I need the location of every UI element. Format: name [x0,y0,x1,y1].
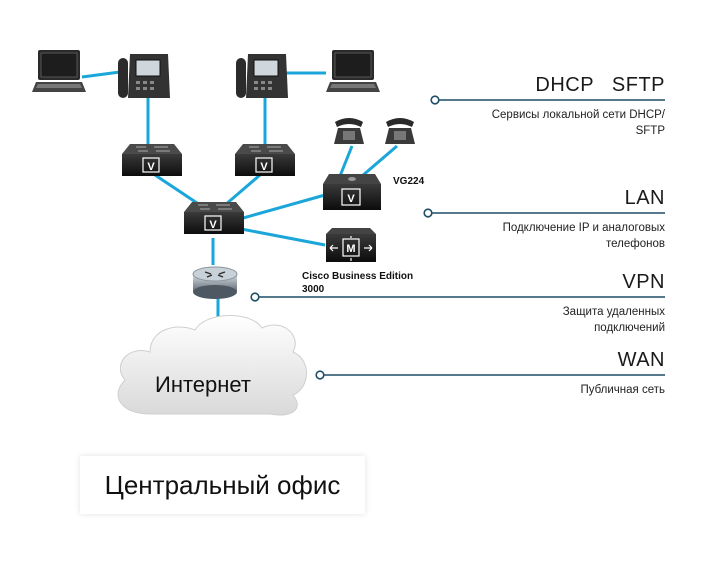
office-caption-box: Центральный офис [80,456,365,514]
marker-dhcp [430,95,440,105]
switch-glyph: V [147,161,155,173]
legend-lan: LAN Подключение IP и аналоговых телефоно… [503,187,665,252]
legend-dhcp-sftp: DHCP SFTP Сервисы локальной сети DHCP/ S… [492,74,665,139]
vg224-gateway-icon: V [323,174,381,210]
link-laptop1-phone1 [81,70,121,79]
legend-desc-line: SFTP [635,125,665,137]
legend-title: LAN [624,187,665,209]
marker-vpn [250,292,260,302]
laptop-icon [326,50,380,92]
legend-title: DHCP SFTP [535,74,665,96]
link-switch3-cbe [235,226,326,247]
link-vg224-phone-right [361,144,398,178]
link-switch2-switch3 [224,173,261,207]
legend-wan: WAN Публичная сеть [580,349,665,398]
ip-phone-icon [118,54,170,98]
link-switch3-vg224 [235,193,326,222]
switch-icon: V [235,144,295,176]
internet-cloud-icon [117,315,307,416]
legend-desc-line: телефонов [606,238,665,250]
switch-glyph: V [260,161,268,173]
cbe-server-icon: M [326,228,376,262]
vg224-label: VG224 [393,176,425,187]
office-caption: Центральный офис [104,469,341,500]
link-vg224-phone-left [338,145,354,177]
internet-label: Интернет [155,372,251,397]
switch-icon: V [122,144,182,176]
legend-markers [250,95,440,380]
gateway-glyph: V [347,193,355,205]
legend-desc-line: Сервисы локальной сети DHCP/ [491,109,665,121]
legend-desc-line: Подключение IP и аналоговых [502,222,665,234]
legend-vpn: VPN Защита удаленных подключений [563,271,665,336]
link-switch1-switch3 [154,173,201,207]
marker-wan [315,370,325,380]
laptop-icon [32,50,86,92]
analog-phone-icon [334,118,364,144]
cbe-glyph: M [346,243,355,255]
switch-icon: V [184,202,244,234]
legend-desc-line: Публичная сеть [580,384,665,396]
legend-title: WAN [617,349,665,371]
legend-desc-line: Защита удаленных [562,306,665,318]
legend-title: VPN [622,271,665,293]
legend-desc-line: подключений [594,322,665,334]
cbe-label-line1: Cisco Business Edition [302,271,414,282]
switch-glyph: V [209,219,217,231]
ip-phone-icon [236,54,288,98]
legend-leaders [259,99,665,376]
marker-lan [423,208,433,218]
cbe-label-line2: 3000 [302,284,325,295]
router-icon [192,266,238,299]
analog-phone-icon [385,118,415,144]
